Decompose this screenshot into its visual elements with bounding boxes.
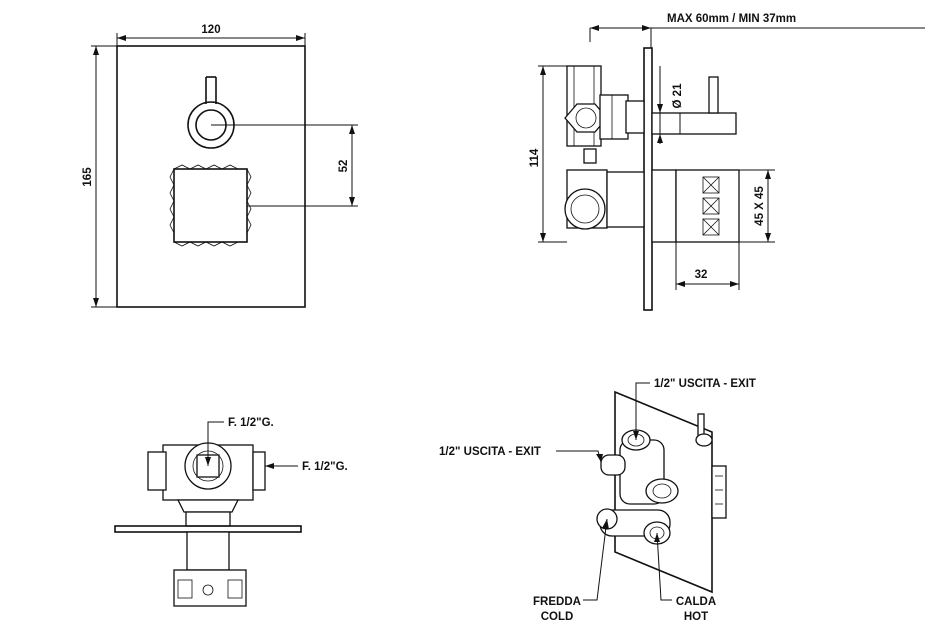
- pipe-diameter-dimension: Ø 21: [672, 83, 684, 109]
- side-plate: [643, 47, 653, 311]
- front-view: 120 165 52: [82, 24, 358, 308]
- handle-projection-dimension: 32: [695, 269, 708, 281]
- side-view: MAX 60mm / MIN 37mm Ø 21: [529, 13, 925, 311]
- cold-label-it: FREDDA: [533, 596, 581, 608]
- spacing-dimension: 52: [338, 160, 350, 173]
- cold-label-en: COLD: [541, 611, 574, 623]
- exit-top-label: 1/2" USCITA - EXIT: [654, 378, 756, 390]
- lever-side: [651, 112, 737, 135]
- hot-label-en: HOT: [684, 611, 708, 623]
- knob-side: [651, 169, 677, 243]
- width-dimension: 120: [201, 24, 220, 36]
- top-view: F. 1/2"G. F. 1/2"G.: [114, 417, 348, 607]
- depth-range-dimension: MAX 60mm / MIN 37mm: [667, 13, 796, 25]
- handle-size-dimension: 45 X 45: [754, 186, 766, 226]
- body-height-dimension: 114: [529, 148, 541, 167]
- exit-left-label: 1/2" USCITA - EXIT: [439, 446, 541, 458]
- top-knob: [173, 569, 247, 607]
- connection-top-label: F. 1/2"G.: [228, 417, 274, 429]
- height-dimension: 165: [82, 167, 94, 187]
- connection-right-label: F. 1/2"G.: [302, 461, 348, 473]
- iso-knob: [711, 465, 727, 519]
- cover-plate: [116, 45, 306, 308]
- hot-label-it: CALDA: [676, 596, 716, 608]
- diverter-knob: [173, 168, 248, 243]
- iso-plate: [614, 390, 713, 594]
- top-plate: [114, 525, 302, 533]
- isometric-view: 1/2" USCITA - EXIT 1/2" USCITA - EXIT FR…: [439, 378, 756, 623]
